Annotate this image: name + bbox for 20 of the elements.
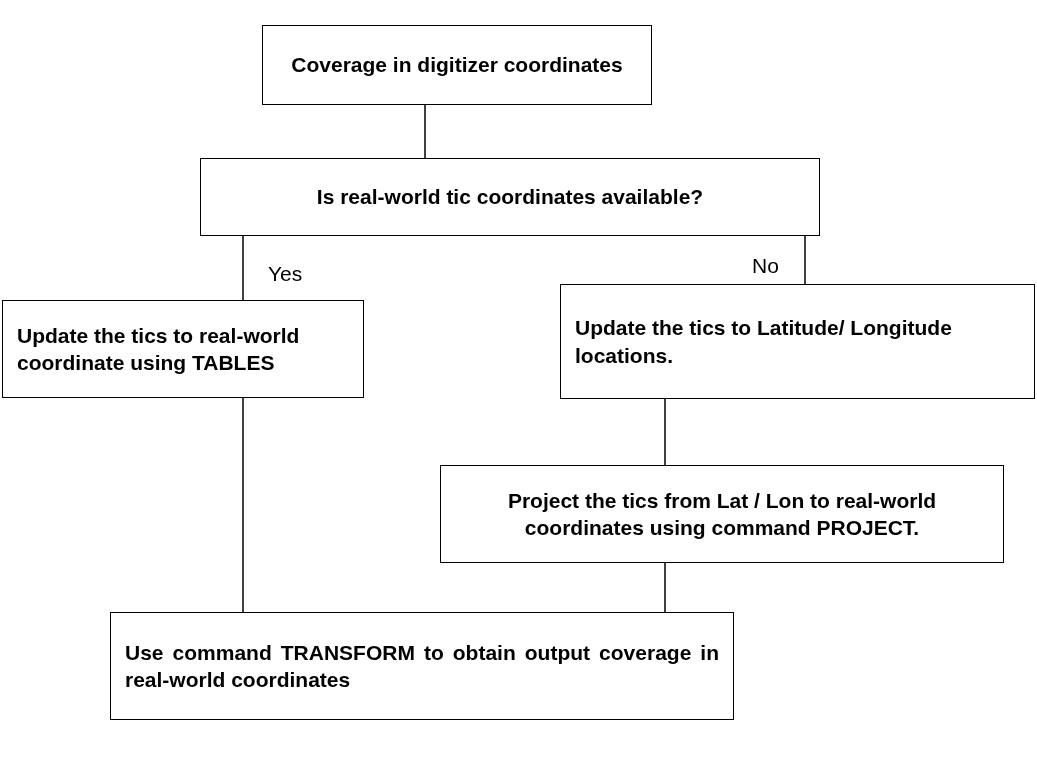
box-text: Update the tics to Latitude/ Longitude locations. xyxy=(575,315,953,369)
process-box xyxy=(560,284,1035,399)
process-box xyxy=(200,158,820,236)
connector-line xyxy=(242,235,244,301)
process-box xyxy=(110,612,734,720)
box-text: Project the tics from Lat / Lon to real-world coordinates using command PROJECT. xyxy=(506,487,938,541)
box-text: Update the tics to real-world coordinate using TABLES xyxy=(17,322,301,376)
connector-line xyxy=(242,397,244,613)
process-box xyxy=(2,300,364,398)
edge-label: Yes xyxy=(268,262,303,286)
box-text: Use command TRANSFORM to obtain output coverage in real-world coordinates xyxy=(125,639,719,693)
connector-line xyxy=(664,562,666,613)
process-box xyxy=(262,25,652,105)
connector-line xyxy=(664,398,666,466)
box-text: Coverage in digitizer coordinates xyxy=(290,52,624,79)
box-text: Is real-world tic coordinates available? xyxy=(315,184,705,211)
connector-line xyxy=(804,235,806,285)
process-box xyxy=(440,465,1004,563)
connector-line xyxy=(424,104,426,159)
edge-label: No xyxy=(752,254,779,278)
